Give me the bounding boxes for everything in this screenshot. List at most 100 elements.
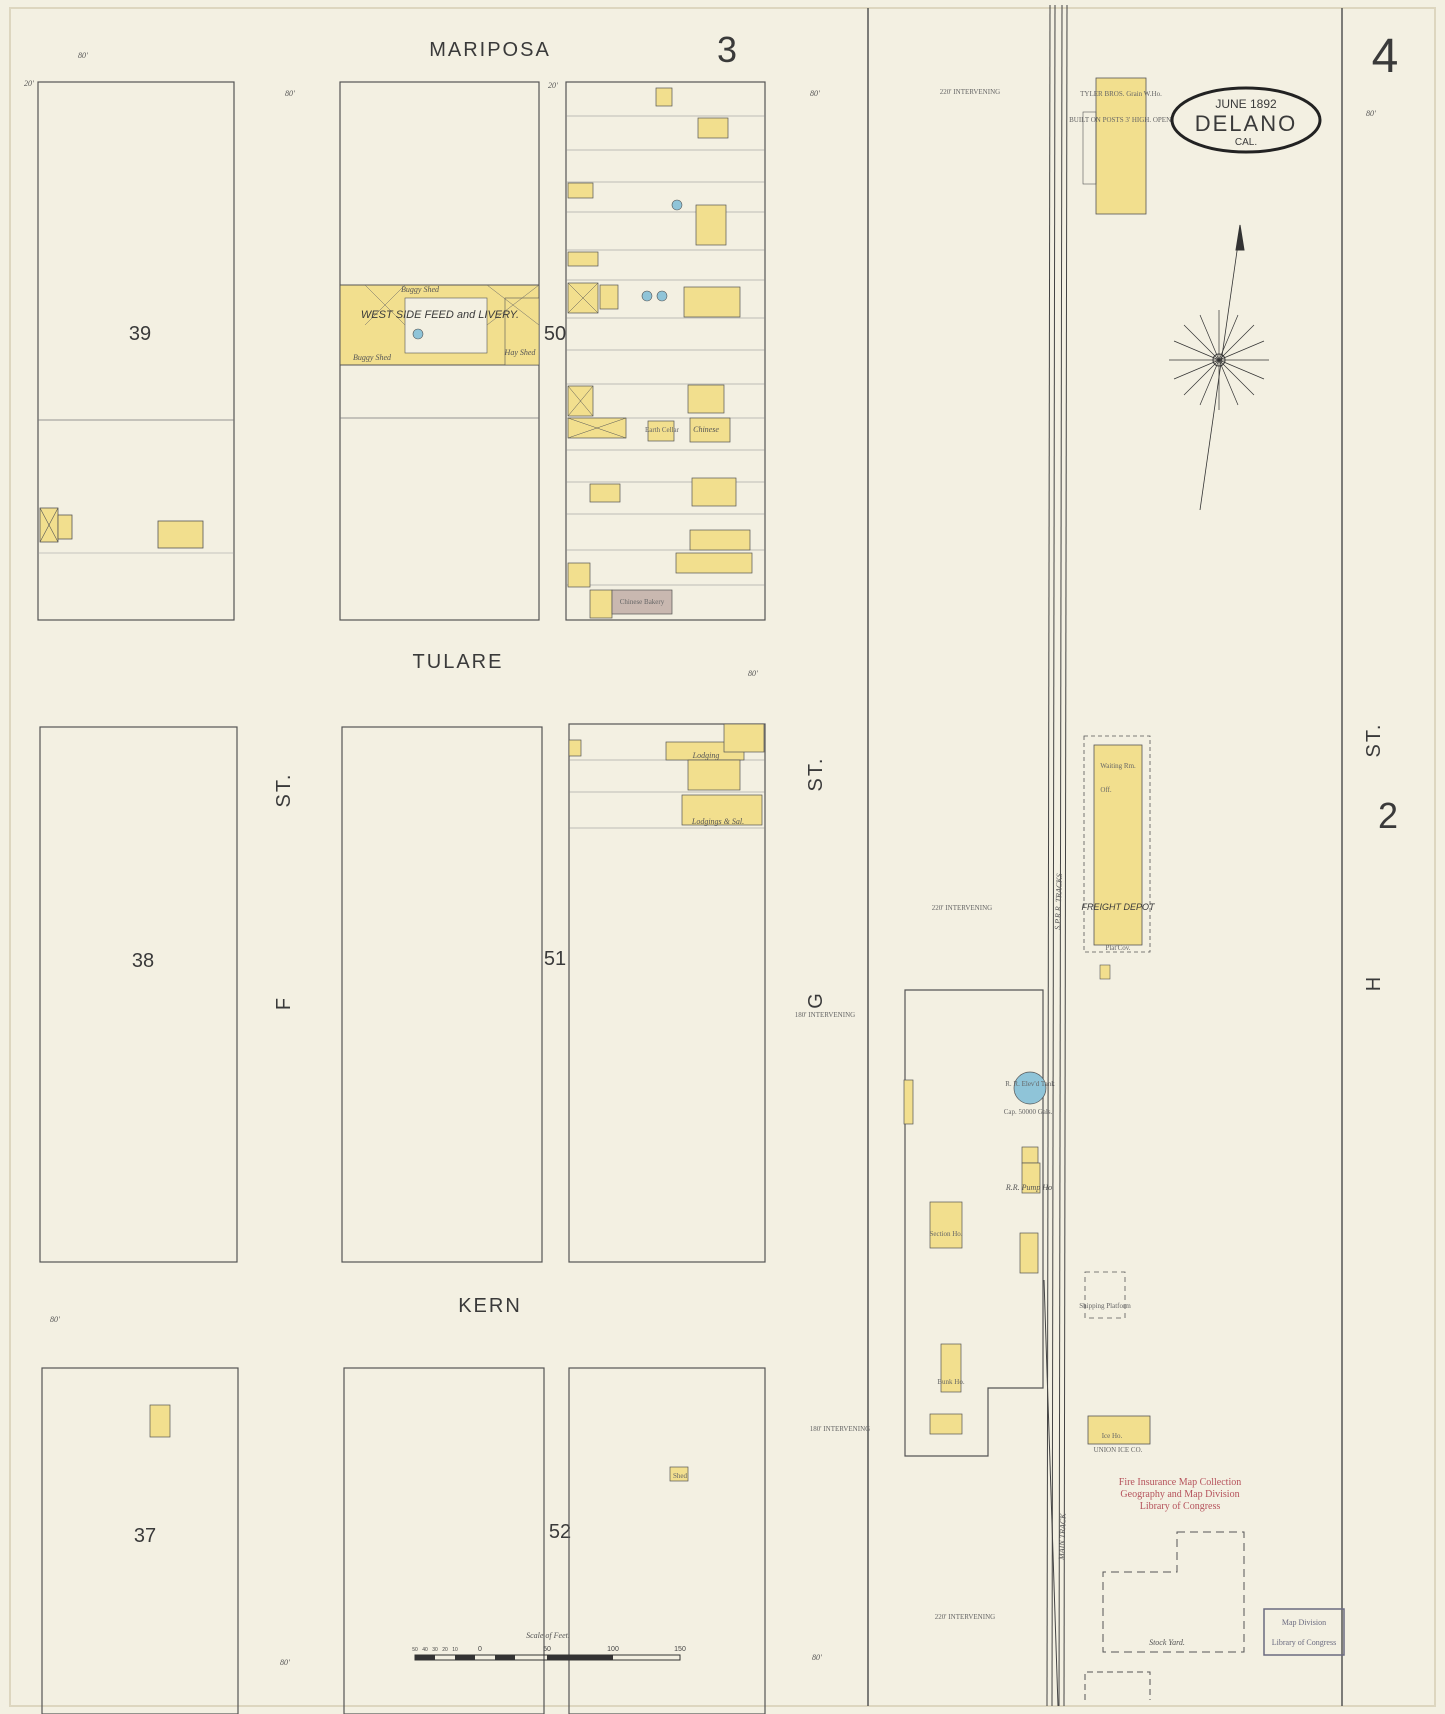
block-52	[343, 1367, 545, 1714]
rr-tracks-label: S.P.R.R. TRACKS	[1053, 873, 1064, 930]
scale-tick-1: 40	[422, 1647, 428, 1653]
railroad-yard	[903, 989, 1047, 1457]
block-number-38: 38	[132, 950, 154, 972]
pump-house-label: R.R. Pump Ho.	[1005, 1183, 1054, 1192]
office-label: Off.	[1100, 786, 1112, 794]
lodgings-sal-label: Lodgings & Sal.	[691, 817, 744, 826]
street-g: G	[805, 991, 827, 1009]
shipping-platform-label: Shipping Platform	[1079, 1302, 1131, 1310]
block-38	[39, 726, 238, 1263]
north-arrow-compass-icon	[1169, 224, 1269, 511]
block-number-50: 50	[544, 323, 566, 345]
ice-house-label: Ice Ho.	[1102, 1432, 1123, 1440]
tyler-bros-label: TYLER BROS. Grain W.Ho.	[1080, 90, 1162, 98]
tyler-note-label: BUILT ON POSTS 3' HIGH. OPEN.	[1069, 116, 1173, 124]
intervening-note-1: 220' INTERVENING	[940, 88, 1000, 96]
map-division-stamp: Map Division Library of Congress	[1263, 1608, 1345, 1656]
stock-yard-label: Stock Yard.	[1149, 1638, 1185, 1647]
street-kern: KERN	[458, 1295, 522, 1317]
street-tulare: TULARE	[413, 651, 504, 673]
shed-label: Shed	[673, 1472, 688, 1480]
state-name: CAL.	[1235, 137, 1257, 148]
scale-tick-6: 50	[543, 1646, 551, 1653]
main-track-label: MAIN TRACK	[1057, 1513, 1068, 1561]
intervening-note-3: 180' INTERVENING	[795, 1011, 855, 1019]
chinese-label: Chinese	[693, 425, 719, 434]
buggy-shed-label-2: Buggy Shed	[353, 353, 392, 362]
scale-tick-5: 0	[478, 1646, 482, 1653]
dimension-80-5: 80'	[748, 669, 758, 678]
svg-text:Map Division: Map Division	[1282, 1618, 1326, 1627]
block-mid-right	[568, 723, 766, 1263]
block-50	[339, 81, 540, 621]
block-top-right	[565, 81, 766, 621]
scale-tick-7: 100	[607, 1646, 619, 1653]
svg-text:Library of Congress: Library of Congress	[1272, 1638, 1336, 1647]
title-cartouche	[1170, 86, 1322, 154]
street-f-st: ST.	[273, 773, 295, 808]
freight-depot	[1083, 735, 1151, 980]
scale-tick-8: 150	[674, 1646, 686, 1653]
adjoining-sheet-top: 3	[717, 29, 737, 70]
waiting-room-label: Waiting Rm.	[1100, 762, 1136, 770]
stock-yard-outline	[1102, 1531, 1245, 1653]
dimension-20-1: 20'	[24, 79, 34, 88]
dimension-80-6: 80'	[50, 1315, 60, 1324]
platform-label: Plat'Cov.	[1105, 944, 1130, 952]
section-house-label: Section Ho.	[929, 1230, 962, 1238]
intervening-note-4: 180' INTERVENING	[810, 1425, 870, 1433]
dimension-80-4: 80'	[1366, 109, 1376, 118]
street-h: H	[1363, 975, 1385, 991]
svg-text:Geography and Map Division: Geography and Map Division	[1120, 1489, 1239, 1500]
block-number-37: 37	[134, 1525, 156, 1547]
svg-text:Library of Congress: Library of Congress	[1140, 1501, 1221, 1512]
shipping-platform	[1084, 1271, 1126, 1319]
street-mariposa: MARIPOSA	[429, 39, 551, 61]
elev-tank-label: R. R. Elev'd Tank	[1005, 1080, 1055, 1088]
bunk-house-label: Bunk Ho.	[937, 1378, 964, 1386]
freight-depot-label: FREIGHT DEPOT	[1081, 902, 1156, 912]
adjoining-sheet-right: 2	[1378, 795, 1398, 836]
block-number-52: 52	[549, 1521, 571, 1543]
street-f: F	[273, 996, 295, 1010]
dimension-80-3: 80'	[810, 89, 820, 98]
block-number-39: 39	[129, 323, 151, 345]
town-name: DELANO	[1195, 111, 1297, 136]
scale-tick-2: 30	[432, 1647, 438, 1653]
lodging-label: Lodging	[692, 751, 720, 760]
scale-bar	[414, 1654, 681, 1661]
dimension-20-2: 20'	[548, 81, 558, 90]
dimension-80-7: 80'	[280, 1658, 290, 1667]
svg-text:Fire Insurance Map Collection: Fire Insurance Map Collection	[1119, 1477, 1241, 1488]
hay-shed-label: Hay Shed	[504, 348, 537, 357]
block-bottom-right	[568, 1367, 766, 1714]
sheet-date: JUNE 1892	[1215, 97, 1277, 111]
street-h-st: ST.	[1363, 723, 1385, 758]
block-37	[41, 1367, 239, 1714]
dimension-80-8: 80'	[812, 1653, 822, 1662]
library-stamp: Fire Insurance Map Collection Geography …	[1119, 1477, 1241, 1512]
ice-house	[1087, 1415, 1151, 1445]
sheet-edge	[9, 7, 1436, 1707]
scale-tick-4: 10	[452, 1647, 458, 1653]
block-51	[341, 726, 543, 1263]
tyler-bros-warehouse	[1082, 77, 1147, 215]
block-39	[37, 81, 235, 621]
stock-yard-chute	[1084, 1671, 1151, 1700]
dimension-80-2: 80'	[285, 89, 295, 98]
railroad-tracks	[1043, 4, 1068, 1707]
earth-cellar-label: Earth Cellar	[645, 426, 680, 434]
scale-tick-0: 50	[412, 1647, 418, 1653]
street-g-st: ST.	[805, 757, 827, 792]
chinese-bakery-label: Chinese Bakery	[620, 598, 665, 606]
intervening-note-2: 220' INTERVENING	[932, 904, 992, 912]
dimension-80-1: 80'	[78, 51, 88, 60]
scale-title: Scale of Feet.	[526, 1631, 570, 1640]
sheet-number: 4	[1372, 30, 1399, 83]
scale-tick-3: 20	[442, 1647, 448, 1653]
tank-capacity-label: Cap. 50000 Gals.	[1004, 1108, 1053, 1116]
west-side-feed-label: WEST SIDE FEED and LIVERY.	[361, 309, 519, 321]
